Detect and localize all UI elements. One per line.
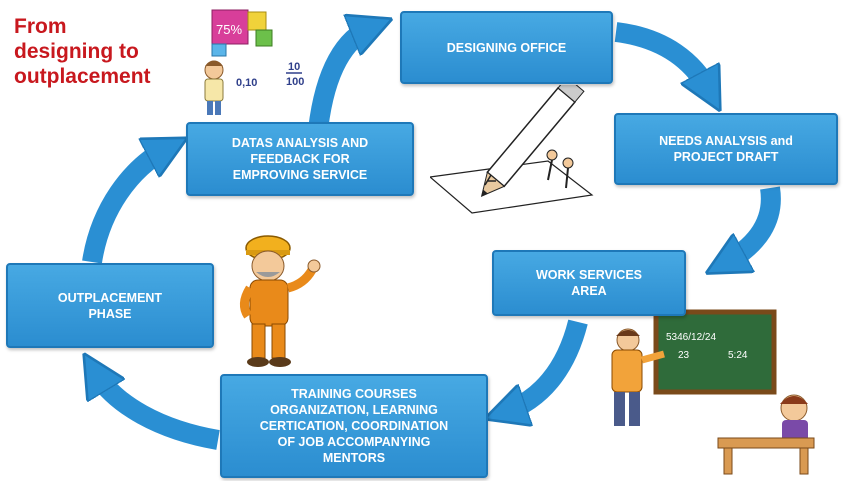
stage-label-line: FEEDBACK FOR xyxy=(250,152,350,166)
stage-label-line: DESIGNING OFFICE xyxy=(446,40,567,55)
stage-label-line: WORK SERVICES xyxy=(535,268,643,282)
pct-label: 75% xyxy=(216,22,242,37)
stage-outplacement-phase: OUTPLACEMENT PHASE xyxy=(6,263,214,348)
stage-label-line: OUTPLACEMENT xyxy=(57,290,163,305)
arrow-designing-to-needs xyxy=(614,22,710,92)
arrow-outplacement-to-datas xyxy=(82,148,168,264)
stage-needs-analysis: NEEDS ANALYSIS and PROJECT DRAFT xyxy=(614,113,838,185)
stage-label-line: NEEDS ANALYSIS and xyxy=(659,134,793,148)
board-line-3: 5:24 xyxy=(728,350,748,361)
stage-training-courses: TRAINING COURSES ORGANIZATION, LEARNING … xyxy=(220,374,488,478)
diagram-title: From designing to outplacement xyxy=(14,14,151,89)
title-line-1: From xyxy=(14,15,67,38)
fraction-bottom-label: 100 xyxy=(286,76,304,88)
stage-datas-analysis: DATAS ANALYSIS AND FEEDBACK FOR EMPROVIN… xyxy=(186,122,414,196)
stage-label-line: AREA xyxy=(571,284,607,298)
data-analyst-illustration: 75% 0,10 10 100 xyxy=(204,9,304,115)
title-line-3: outplacement xyxy=(14,65,151,88)
stage-label-line: ORGANIZATION, LEARNING xyxy=(270,403,438,417)
stage-label-line: DATAS ANALYSIS AND xyxy=(231,136,369,150)
stage-label-line: OF JOB ACCOMPANYING xyxy=(277,435,431,449)
stage-label-line: MENTORS xyxy=(322,451,386,465)
stage-label-line: CERTICATION, COORDINATION xyxy=(259,419,449,433)
arrow-work-to-training xyxy=(505,319,588,412)
construction-worker-icon xyxy=(240,235,321,367)
giant-pencil-drawing-icon xyxy=(430,85,594,214)
decimal-label: 0,10 xyxy=(236,77,257,89)
stage-label-line: EMPROVING SERVICE xyxy=(232,168,368,182)
board-line-1: 5346/12/24 xyxy=(666,332,716,343)
statistics-cubes-icon: 75% xyxy=(211,9,273,57)
person-with-statistics-icon xyxy=(204,60,224,115)
arrow-datas-to-designing xyxy=(308,27,372,132)
board-line-2: 23 xyxy=(678,350,690,361)
stage-label-line: PROJECT DRAFT xyxy=(673,150,779,164)
arrow-needs-to-work xyxy=(725,186,781,263)
stage-designing-office: DESIGNING OFFICE xyxy=(400,11,613,84)
stage-label-line: PHASE xyxy=(88,306,132,321)
teacher-blackboard-icon: 5346/12/24 23 5:24 xyxy=(611,309,815,475)
fraction-top-label: 10 xyxy=(288,61,300,73)
stage-label-line: TRAINING COURSES xyxy=(291,387,417,401)
stage-work-services-area: WORK SERVICES AREA xyxy=(492,250,686,316)
title-line-2: designing to xyxy=(14,40,139,63)
arrow-training-to-outplacement xyxy=(95,372,220,450)
